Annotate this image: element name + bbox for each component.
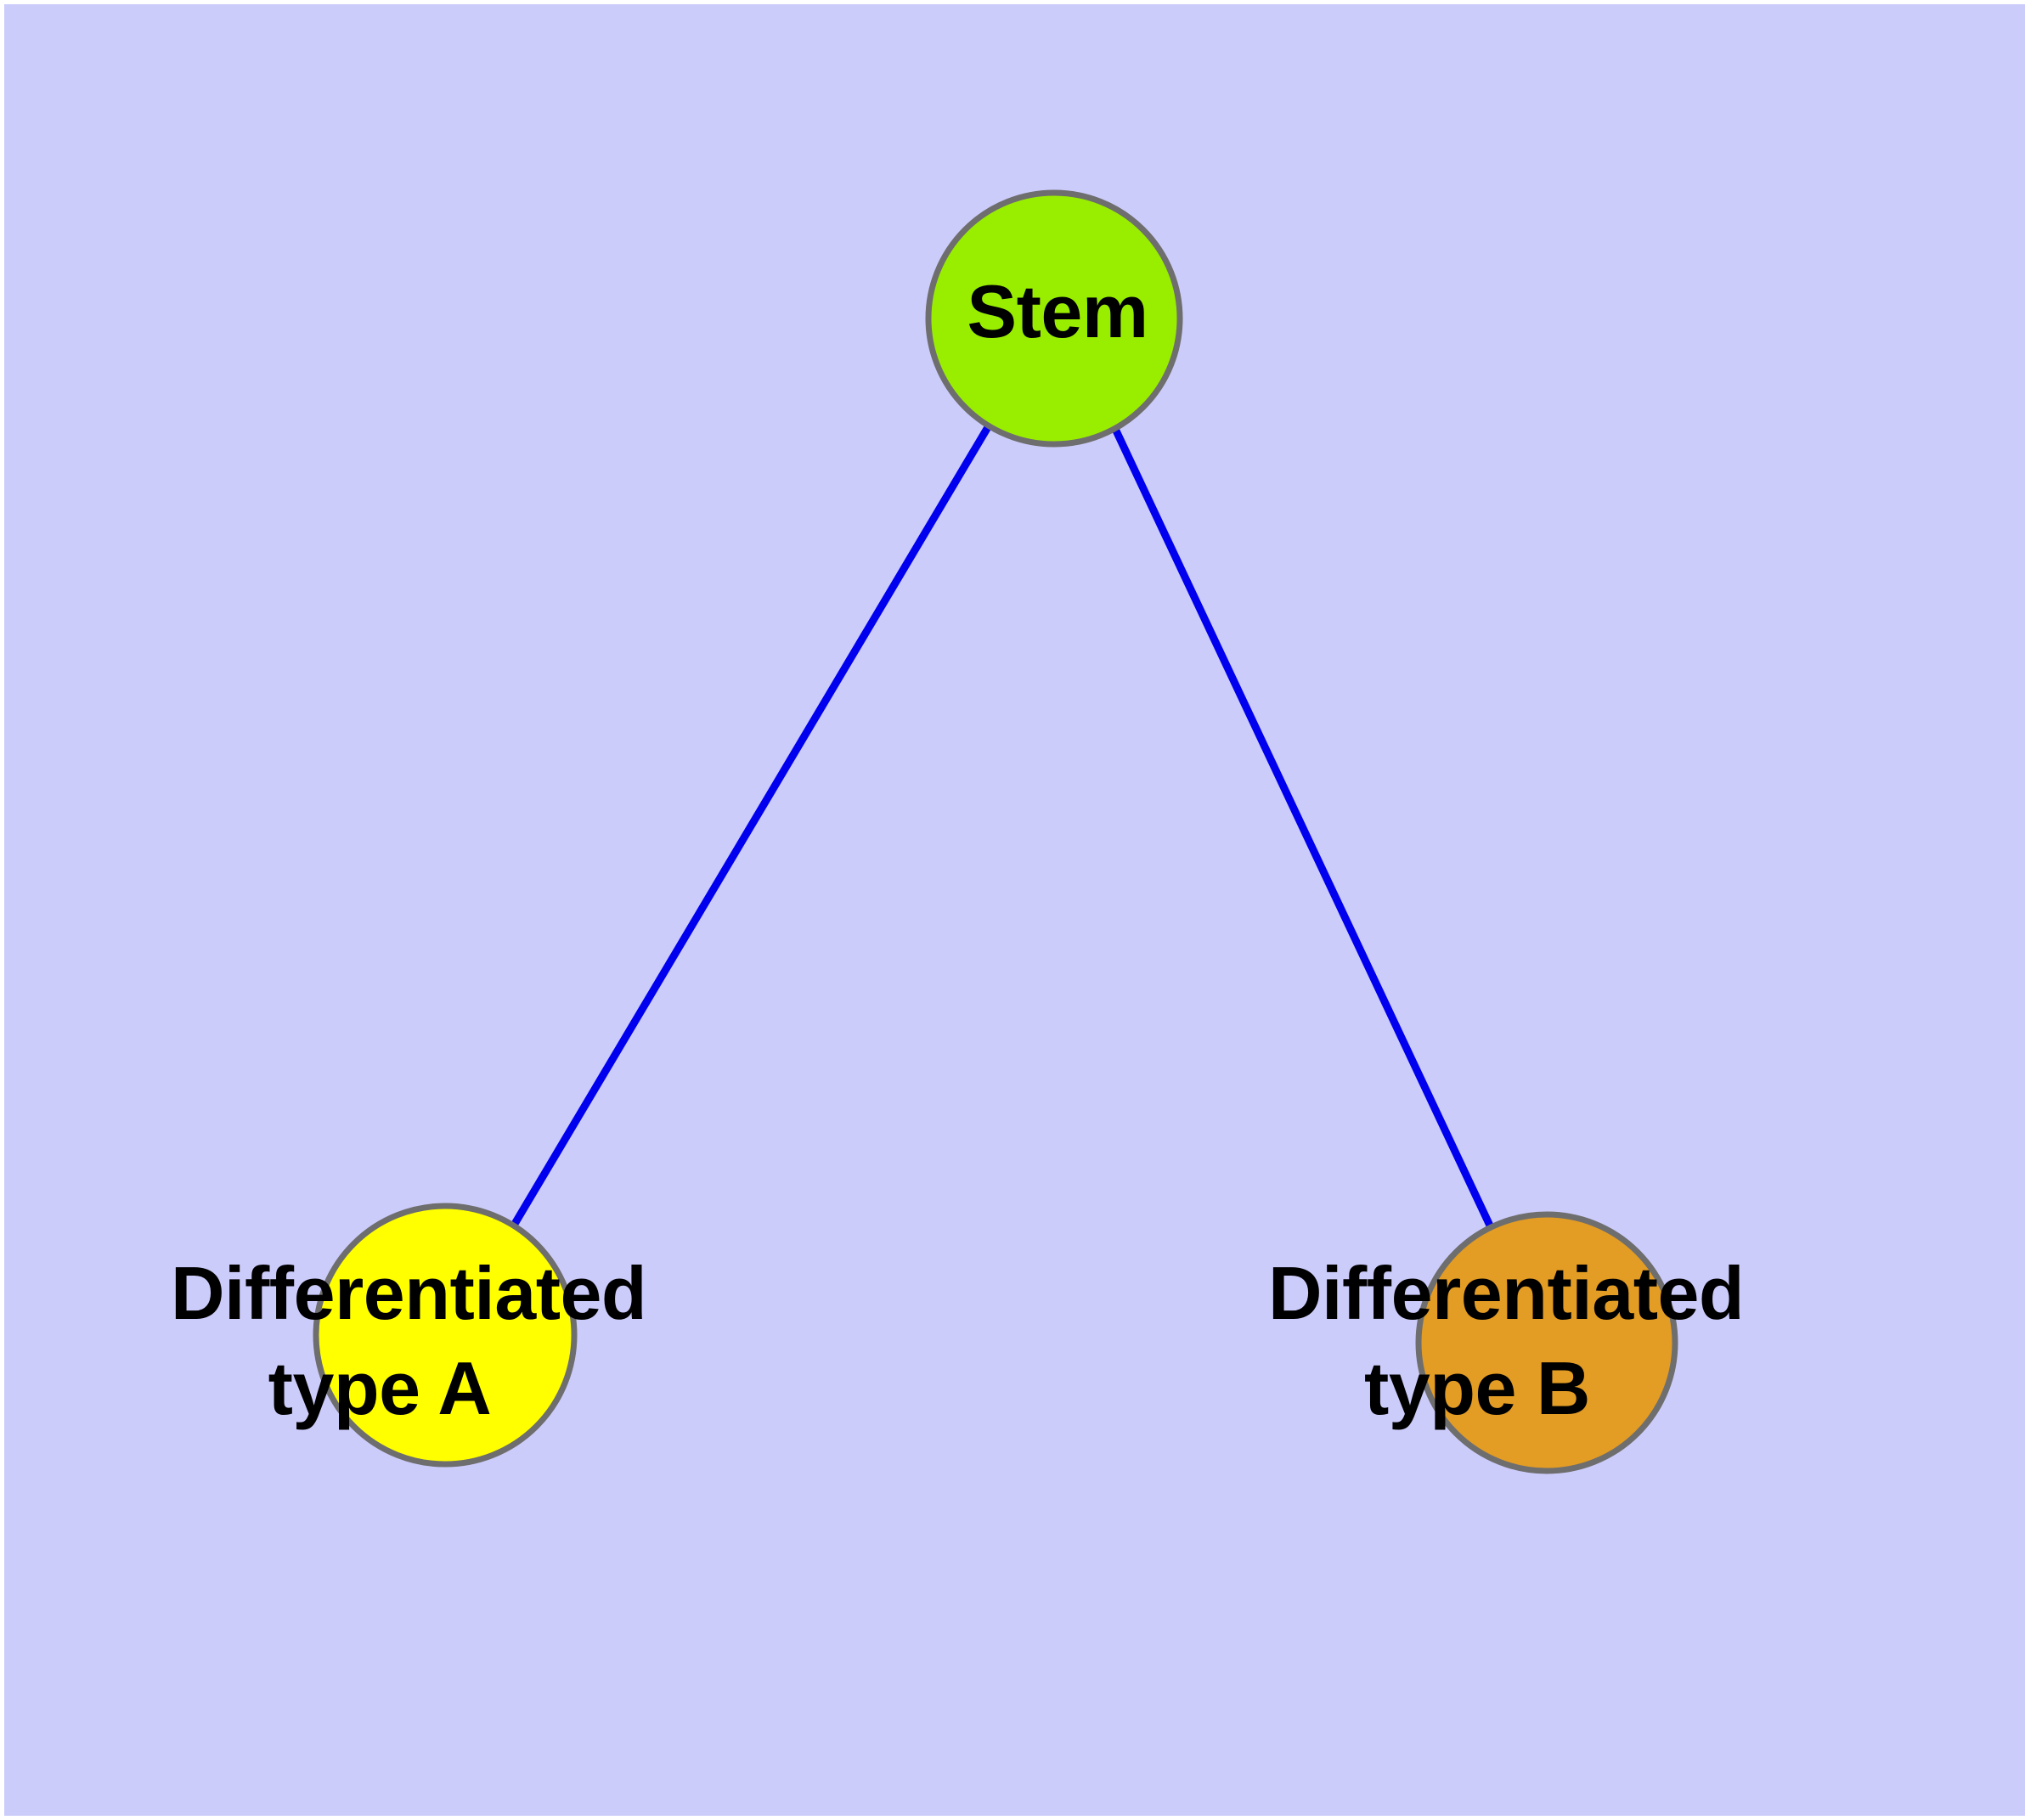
edge-layer bbox=[511, 425, 1494, 1227]
node-layer bbox=[313, 189, 1678, 1474]
node-differentiated-type-b[interactable] bbox=[1415, 1211, 1678, 1474]
graph-svg bbox=[313, 189, 1678, 1474]
node-differentiated-type-a[interactable] bbox=[313, 1203, 578, 1468]
edge-stem-to-diff-a[interactable] bbox=[511, 425, 991, 1226]
node-stem[interactable] bbox=[925, 189, 1183, 448]
edge-stem-to-diff-b[interactable] bbox=[1111, 427, 1494, 1227]
